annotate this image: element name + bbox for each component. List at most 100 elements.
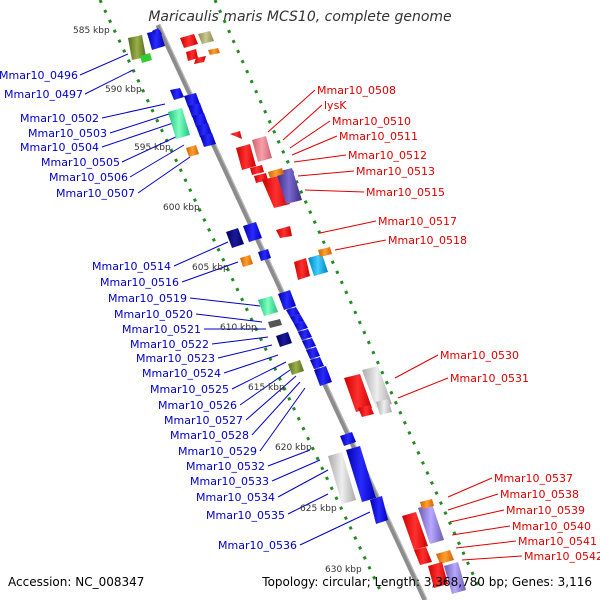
gene-label[interactable]: lysK — [324, 99, 347, 112]
gene-glyph — [362, 366, 392, 408]
gene-label[interactable]: Mmar10_0525 — [150, 383, 229, 396]
left-leader-lines — [79, 53, 371, 546]
gene-glyph — [276, 168, 302, 204]
scale-label: 590 kbp — [105, 85, 142, 95]
gene-glyph — [294, 321, 308, 331]
gene-label[interactable]: Mmar10_0523 — [136, 352, 215, 365]
gene-glyph — [310, 357, 324, 369]
gene-label[interactable]: Mmar10_0504 — [20, 141, 99, 154]
gene-label[interactable]: Mmar10_0521 — [122, 323, 201, 336]
gene-label[interactable]: Mmar10_0507 — [56, 187, 135, 200]
gene-label[interactable]: Mmar10_0537 — [494, 472, 573, 485]
gene-glyph — [328, 452, 356, 504]
gene-label[interactable]: Mmar10_0540 — [512, 520, 591, 533]
gene-label[interactable]: Mmar10_0527 — [164, 414, 243, 427]
right-gene-labels: Mmar10_0508 lysK Mmar10_0510 Mmar10_0511… — [317, 84, 600, 563]
gene-glyph — [258, 296, 278, 316]
gene-label[interactable]: Mmar10_0538 — [500, 488, 579, 501]
gene-label[interactable]: Mmar10_0508 — [317, 84, 396, 97]
scale-label: 625 kbp — [300, 504, 337, 514]
genes-label: Genes: — [511, 575, 554, 589]
gene-label[interactable]: Mmar10_0503 — [28, 127, 107, 140]
scale-labels: 585 kbp 590 kbp 595 kbp 600 kbp 605 kbp … — [73, 26, 362, 575]
gene-glyph — [196, 123, 212, 137]
gene-glyph — [402, 512, 428, 550]
gene-glyph — [243, 222, 262, 242]
gene-label[interactable]: Mmar10_0542 — [524, 550, 600, 563]
left-strand-genes — [128, 28, 388, 524]
gene-glyph — [152, 28, 162, 37]
gene-glyph — [346, 446, 376, 502]
gene-glyph — [250, 165, 264, 175]
gene-glyph — [340, 432, 356, 446]
gene-label[interactable]: Mmar10_0496 — [0, 69, 78, 82]
gene-glyph — [290, 314, 304, 324]
gene-label[interactable]: Mmar10_0497 — [4, 88, 83, 101]
gene-label[interactable]: Mmar10_0531 — [450, 372, 529, 385]
gene-glyph — [128, 35, 146, 60]
gene-glyph — [192, 113, 208, 127]
gene-label[interactable]: Mmar10_0518 — [388, 234, 467, 247]
gene-glyph — [188, 103, 204, 117]
scale-label: 585 kbp — [73, 26, 110, 36]
accession-label: Accession: — [8, 575, 72, 589]
gene-label[interactable]: Mmar10_0522 — [130, 338, 209, 351]
gene-glyph — [308, 254, 328, 276]
gene-label[interactable]: Mmar10_0506 — [49, 171, 128, 184]
gene-label[interactable]: Mmar10_0530 — [440, 349, 519, 362]
gene-label[interactable]: Mmar10_0533 — [190, 475, 269, 488]
gene-label[interactable]: Mmar10_0514 — [92, 260, 171, 273]
right-strand-genes — [180, 31, 466, 594]
scale-label: 630 kbp — [325, 565, 362, 575]
gene-label[interactable]: Mmar10_0519 — [108, 292, 187, 305]
gene-label[interactable]: Mmar10_0505 — [41, 156, 120, 169]
gene-label[interactable]: Mmar10_0536 — [218, 539, 297, 552]
scale-label: 615 kbp — [248, 383, 285, 393]
gene-glyph — [314, 366, 332, 386]
gene-glyph — [258, 249, 271, 261]
gene-glyph — [288, 360, 304, 375]
accession-info: Accession: NC_008347 — [8, 575, 144, 589]
accession-value: NC_008347 — [75, 575, 145, 589]
scale-label: 605 kbp — [192, 263, 229, 273]
gene-label[interactable]: Mmar10_0520 — [114, 308, 193, 321]
gene-glyph — [418, 504, 444, 544]
gene-label[interactable]: Mmar10_0510 — [332, 115, 411, 128]
gene-label[interactable]: Mmar10_0541 — [518, 535, 597, 548]
gene-label[interactable]: Mmar10_0502 — [20, 112, 99, 125]
gene-label[interactable]: Mmar10_0526 — [158, 399, 237, 412]
gene-glyph — [198, 31, 214, 44]
scale-label: 620 kbp — [275, 443, 312, 453]
gene-label[interactable]: Mmar10_0529 — [178, 445, 257, 458]
gene-glyph — [236, 144, 256, 170]
gene-glyph — [370, 496, 388, 524]
gene-label[interactable]: Mmar10_0539 — [506, 504, 585, 517]
gene-glyph — [208, 48, 220, 55]
gene-glyph — [184, 93, 200, 107]
gene-glyph — [444, 562, 466, 594]
gene-glyph — [302, 338, 316, 349]
gene-glyph — [286, 307, 300, 317]
gene-glyph — [376, 399, 392, 415]
gene-label[interactable]: Mmar10_0517 — [378, 215, 457, 228]
gene-glyph — [230, 131, 242, 139]
gene-label[interactable]: Mmar10_0532 — [186, 460, 265, 473]
genome-summary: Topology: circular; Length: 3,368,780 bp… — [262, 575, 592, 589]
gene-label[interactable]: Mmar10_0528 — [170, 429, 249, 442]
gene-label[interactable]: Mmar10_0516 — [100, 276, 179, 289]
gene-label[interactable]: Mmar10_0511 — [339, 130, 418, 143]
gene-glyph — [276, 226, 292, 238]
gene-label[interactable]: Mmar10_0534 — [196, 491, 275, 504]
gene-label[interactable]: Mmar10_0512 — [348, 149, 427, 162]
gene-glyph — [262, 176, 290, 208]
gene-glyph — [186, 49, 198, 61]
gene-label[interactable]: Mmar10_0515 — [366, 186, 445, 199]
gene-label[interactable]: Mmar10_0524 — [142, 367, 221, 380]
gene-glyph — [194, 56, 206, 64]
gene-glyph — [268, 319, 282, 328]
genes-value: 3,116 — [557, 575, 592, 589]
gene-label[interactable]: Mmar10_0535 — [206, 509, 285, 522]
gene-label[interactable]: Mmar10_0513 — [356, 165, 435, 178]
gene-glyph — [414, 547, 432, 565]
